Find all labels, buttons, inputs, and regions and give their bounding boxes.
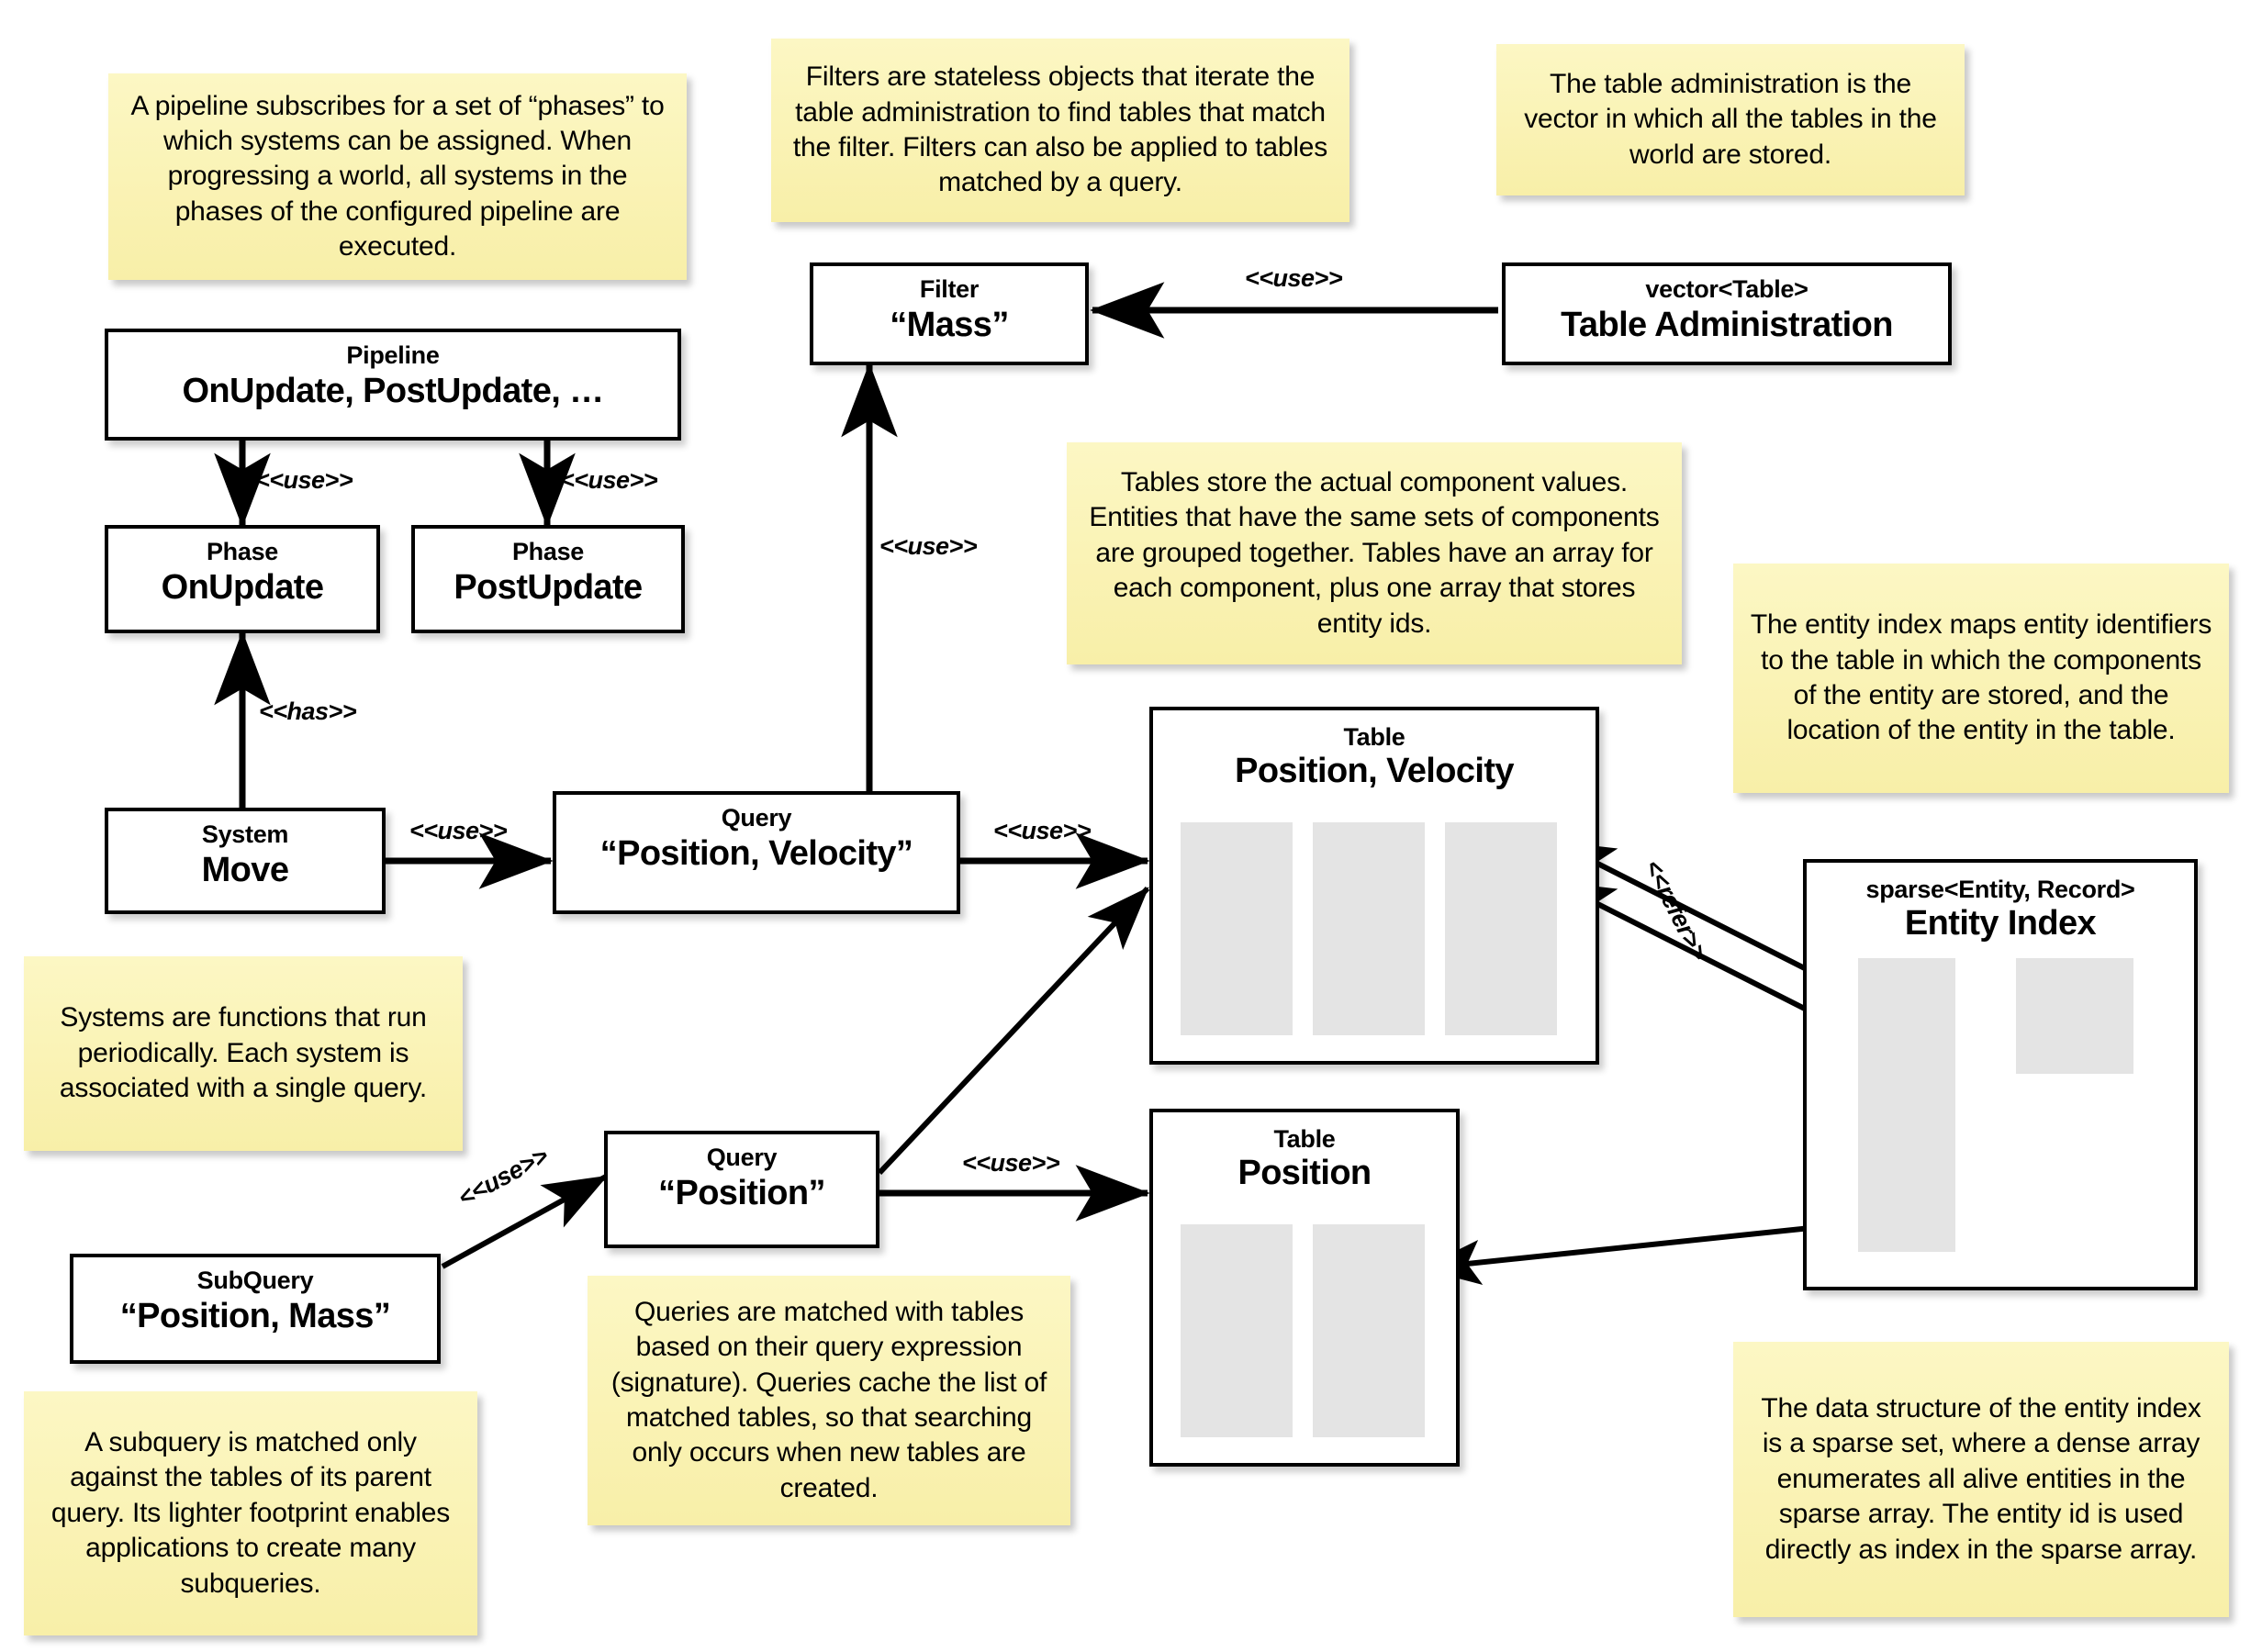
box-table-administration-stereotype: vector<Table> xyxy=(1645,275,1808,303)
edge-label-subquery-use-query: <<use>> xyxy=(454,1142,553,1212)
note-systems: Systems are functions that run periodica… xyxy=(24,956,463,1151)
table-position-velocity-columns xyxy=(1181,822,1557,1035)
box-phase-onupdate[interactable]: Phase OnUpdate xyxy=(105,525,380,633)
box-query-position-velocity-stereotype: Query xyxy=(721,804,792,832)
box-phase-onupdate-title: OnUpdate xyxy=(161,568,324,608)
box-query-position-title: “Position” xyxy=(658,1174,825,1213)
table-column xyxy=(1181,1224,1293,1437)
note-table-administration: The table administration is the vector i… xyxy=(1496,44,1965,195)
table-position-columns xyxy=(1181,1224,1425,1437)
box-query-position[interactable]: Query “Position” xyxy=(604,1131,879,1248)
box-subquery-position-mass-title: “Position, Mass” xyxy=(119,1297,391,1336)
table-column xyxy=(1181,822,1293,1035)
box-table-position-velocity-stereotype: Table xyxy=(1343,723,1405,751)
entity-index-sparse-array xyxy=(1858,958,1955,1252)
box-table-position-header: Table Position xyxy=(1153,1112,1456,1194)
box-entity-index-stereotype: sparse<Entity, Record> xyxy=(1865,876,2135,903)
box-pipeline-stereotype: Pipeline xyxy=(346,341,440,369)
edge-label-query-to-filter: <<use>> xyxy=(879,532,978,560)
edge-label-pipeline-onupdate: <<use>> xyxy=(255,466,353,494)
note-sparse-set: The data structure of the entity index i… xyxy=(1733,1342,2229,1617)
table-column xyxy=(1313,822,1425,1035)
entity-index-dense-array xyxy=(2016,958,2133,1074)
box-entity-index-title: Entity Index xyxy=(1904,904,2097,943)
box-table-position[interactable]: Table Position xyxy=(1149,1109,1460,1467)
box-pipeline-title: OnUpdate, PostUpdate, … xyxy=(182,372,604,411)
box-table-position-velocity-header: Table Position, Velocity xyxy=(1153,710,1596,792)
box-phase-postupdate-title: PostUpdate xyxy=(454,568,643,608)
edge-label-index-refer: <<refer>> xyxy=(1639,855,1713,966)
table-column xyxy=(1313,1224,1425,1437)
box-table-position-stereotype: Table xyxy=(1273,1125,1336,1153)
box-entity-index[interactable]: sparse<Entity, Record> Entity Index xyxy=(1803,859,2198,1290)
box-phase-postupdate[interactable]: Phase PostUpdate xyxy=(411,525,685,633)
box-filter-mass-stereotype: Filter xyxy=(919,275,980,303)
box-table-position-title: Position xyxy=(1237,1154,1372,1192)
box-table-administration-title: Table Administration xyxy=(1561,306,1893,345)
note-tables: Tables store the actual component values… xyxy=(1067,442,1682,664)
box-filter-mass[interactable]: Filter “Mass” xyxy=(810,262,1089,365)
edge-index-to-table-p xyxy=(1420,1220,1864,1285)
box-pipeline[interactable]: Pipeline OnUpdate, PostUpdate, … xyxy=(105,329,681,441)
note-filters: Filters are stateless objects that itera… xyxy=(771,39,1349,222)
box-table-position-velocity[interactable]: Table Position, Velocity xyxy=(1149,707,1599,1065)
edge-label-admin-to-filter: <<use>> xyxy=(1245,264,1343,292)
edge-label-pipeline-postupdate: <<use>> xyxy=(560,466,658,494)
edge-label-querypos-use-table: <<use>> xyxy=(962,1149,1060,1177)
box-phase-onupdate-stereotype: Phase xyxy=(206,538,279,565)
note-pipeline: A pipeline subscribes for a set of “phas… xyxy=(108,73,687,280)
box-table-administration[interactable]: vector<Table> Table Administration xyxy=(1502,262,1952,365)
box-query-position-velocity[interactable]: Query “Position, Velocity” xyxy=(553,791,960,914)
edge-label-system-has-phase: <<has>> xyxy=(259,698,357,725)
box-system-move-title: Move xyxy=(201,851,289,890)
note-subquery: A subquery is matched only against the t… xyxy=(24,1391,477,1635)
edge-label-query-use-table: <<use>> xyxy=(993,817,1092,844)
box-query-position-stereotype: Query xyxy=(706,1144,778,1171)
box-filter-mass-title: “Mass” xyxy=(890,306,1009,345)
box-subquery-position-mass-stereotype: SubQuery xyxy=(196,1267,314,1294)
edge-querypos-to-table-pv xyxy=(877,886,1150,1176)
box-table-position-velocity-title: Position, Velocity xyxy=(1235,752,1514,790)
table-column xyxy=(1445,822,1557,1035)
box-subquery-position-mass[interactable]: SubQuery “Position, Mass” xyxy=(70,1254,441,1364)
box-entity-index-header: sparse<Entity, Record> Entity Index xyxy=(1807,863,2194,944)
note-entity-index: The entity index maps entity identifiers… xyxy=(1733,564,2229,793)
box-query-position-velocity-title: “Position, Velocity” xyxy=(599,834,913,874)
box-phase-postupdate-stereotype: Phase xyxy=(511,538,585,565)
box-system-move-stereotype: System xyxy=(201,820,289,848)
box-system-move[interactable]: System Move xyxy=(105,808,386,914)
edge-label-system-use-query: <<use>> xyxy=(409,817,508,844)
note-queries: Queries are matched with tables based on… xyxy=(588,1276,1070,1525)
